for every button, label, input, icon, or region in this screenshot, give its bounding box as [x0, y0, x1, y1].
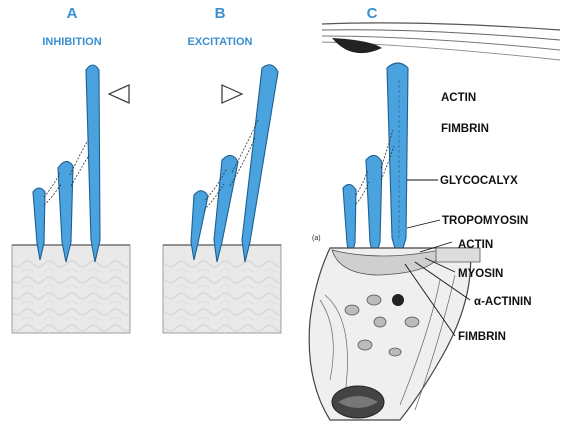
panel-b-title: EXCITATION [188, 36, 253, 48]
label-actin-bottom: ACTIN [458, 239, 493, 251]
panel-c-stereocilium-medium [366, 155, 382, 262]
panel-a-letter: A [67, 5, 78, 22]
tectorial-membrane [322, 23, 560, 60]
panel-a-title: INHIBITION [42, 36, 101, 48]
label-myosin: MYOSIN [458, 268, 503, 280]
label-fimbrin-top: FIMBRIN [441, 123, 489, 135]
label-fimbrin-bottom: FIMBRIN [458, 331, 506, 343]
panel-b-stereocilium-tall [242, 65, 278, 262]
panel-a-stereocilium-tall [86, 65, 100, 262]
hair-cell-body: (a) [309, 235, 480, 420]
panel-c: C [309, 5, 560, 420]
panel-b: B EXCITATION [163, 5, 281, 333]
label-tropomyosin: TROPOMYOSIN [442, 215, 528, 227]
label-alpha-actinin: α-ACTININ [474, 296, 532, 308]
panel-b-letter: B [215, 5, 226, 22]
panel-a-cell-texture [12, 258, 130, 333]
panel-c-letter: C [367, 5, 378, 22]
panel-b-cell-texture [163, 258, 281, 333]
svg-text:(a): (a) [312, 235, 321, 242]
label-glycocalyx: GLYCOCALYX [440, 175, 518, 187]
inhibition-arrow-icon [109, 85, 129, 103]
panel-c-stereocilium-tall [387, 63, 408, 262]
label-actin-top: ACTIN [441, 92, 476, 104]
panel-a: A INHIBITION [12, 5, 130, 333]
excitation-arrow-icon [222, 85, 242, 103]
